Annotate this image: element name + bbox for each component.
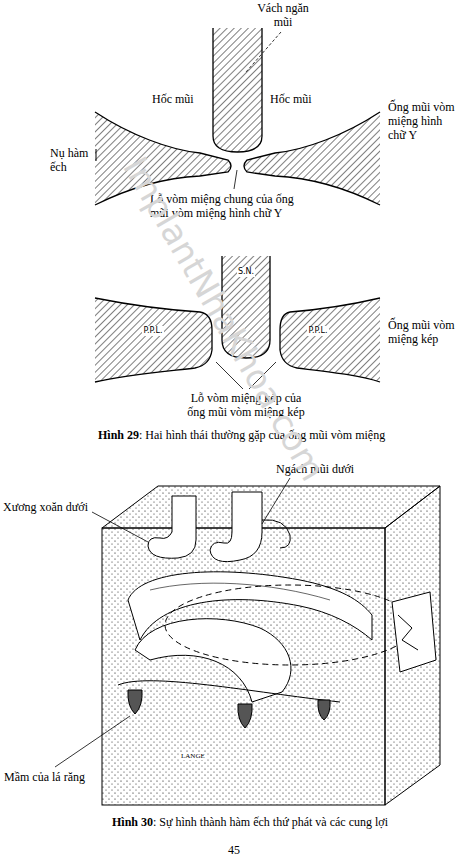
drawing-path bbox=[148, 496, 196, 558]
drawing-path bbox=[262, 520, 290, 548]
drawing-path bbox=[135, 619, 291, 702]
drawing-path bbox=[95, 298, 212, 382]
drawing-path bbox=[213, 28, 262, 152]
palate-block bbox=[55, 478, 440, 805]
page-number: 45 bbox=[228, 843, 240, 857]
hatched-region: P.P.L. bbox=[125, 323, 181, 338]
drawing-rect bbox=[102, 528, 385, 805]
drawing-path bbox=[392, 592, 436, 672]
drawing-path bbox=[150, 583, 330, 600]
figure-caption: : Sự hình thành hàm ếch thứ phát và các … bbox=[153, 815, 388, 829]
drawing-path bbox=[210, 492, 262, 562]
part-label: Ống mũi vòm miệng hình chữ Y bbox=[388, 100, 458, 142]
part-label: Hốc mũi bbox=[270, 92, 312, 106]
artist-signature: LANGE bbox=[180, 752, 206, 760]
drawing-polygon bbox=[385, 486, 440, 805]
region-label: P.P.L. bbox=[307, 326, 328, 336]
drawing-path bbox=[244, 112, 380, 205]
part-label: Mầm của lá răng bbox=[4, 770, 85, 784]
drawing-line bbox=[96, 149, 97, 161]
part-label: Ống mũi vòm miệng kép bbox=[388, 318, 458, 346]
part-label: Hốc mũi bbox=[152, 92, 194, 106]
drawing-path bbox=[280, 298, 380, 382]
region-label: P.P.L. bbox=[142, 326, 163, 336]
drawing-line bbox=[55, 716, 130, 767]
part-label: Nụ hàm ếch bbox=[50, 146, 94, 174]
drawing-path bbox=[244, 112, 380, 205]
drawing-polygon bbox=[102, 486, 440, 528]
part-label: Vách ngăn mũi bbox=[252, 1, 314, 29]
figure-caption: : Hai hình thái thường gặp của ống mũi v… bbox=[139, 428, 385, 442]
drawing-line bbox=[262, 478, 290, 524]
figure-number: Hình 30 bbox=[112, 815, 153, 829]
drawing-path bbox=[213, 28, 262, 152]
drawing-path bbox=[128, 690, 142, 714]
figure-number: Hình 29 bbox=[98, 428, 139, 442]
drawing-line bbox=[92, 512, 148, 542]
drawing-path bbox=[398, 615, 418, 650]
part-label: Xương xoăn dưới bbox=[3, 500, 88, 514]
drawing-line bbox=[246, 32, 281, 72]
drawing-ellipse bbox=[165, 585, 415, 665]
drawing-path bbox=[95, 298, 212, 382]
drawing-line bbox=[234, 170, 237, 189]
drawing-path bbox=[118, 681, 340, 702]
drawing-path bbox=[238, 704, 252, 728]
drawing-path bbox=[318, 700, 330, 720]
region-label: S.N. bbox=[237, 267, 255, 277]
hatched-region: P.P.L. bbox=[290, 323, 346, 338]
hatched-region: S.N. bbox=[224, 264, 268, 279]
drawing-path bbox=[280, 298, 380, 382]
